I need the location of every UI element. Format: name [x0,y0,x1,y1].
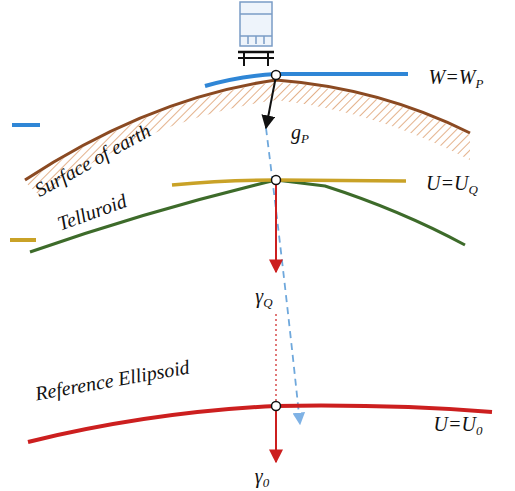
plumb-line [266,128,300,424]
reference-ellipsoid [28,406,492,442]
geoid-curve [30,180,465,252]
surface-label: Surface of earth [31,120,153,200]
legend-line [10,238,36,242]
vector-label: γ0 [255,466,269,486]
surface-label: Reference Ellipsoid [33,357,191,404]
potential-label: W=WP [429,67,484,87]
potential-label: U=UQ [426,173,478,193]
surface-label: Telluroid [55,190,129,233]
normal-gravity-vector [275,407,277,462]
ellipsoid-point [272,402,281,411]
vector-label: γQ [255,286,272,306]
crust-hatch [25,82,470,196]
normal-gravity-vector [275,181,277,272]
telluroid-surface [172,180,406,185]
point-p [272,71,281,80]
ellipsoidal-normal [275,314,276,402]
vector-label: gP [291,122,309,142]
potential-label: U=U0 [434,414,483,434]
geopotential-surface [205,74,408,86]
gravimeter [238,2,274,66]
legend-line [12,123,40,127]
gravity-vector [266,76,276,128]
point-q [272,176,281,185]
